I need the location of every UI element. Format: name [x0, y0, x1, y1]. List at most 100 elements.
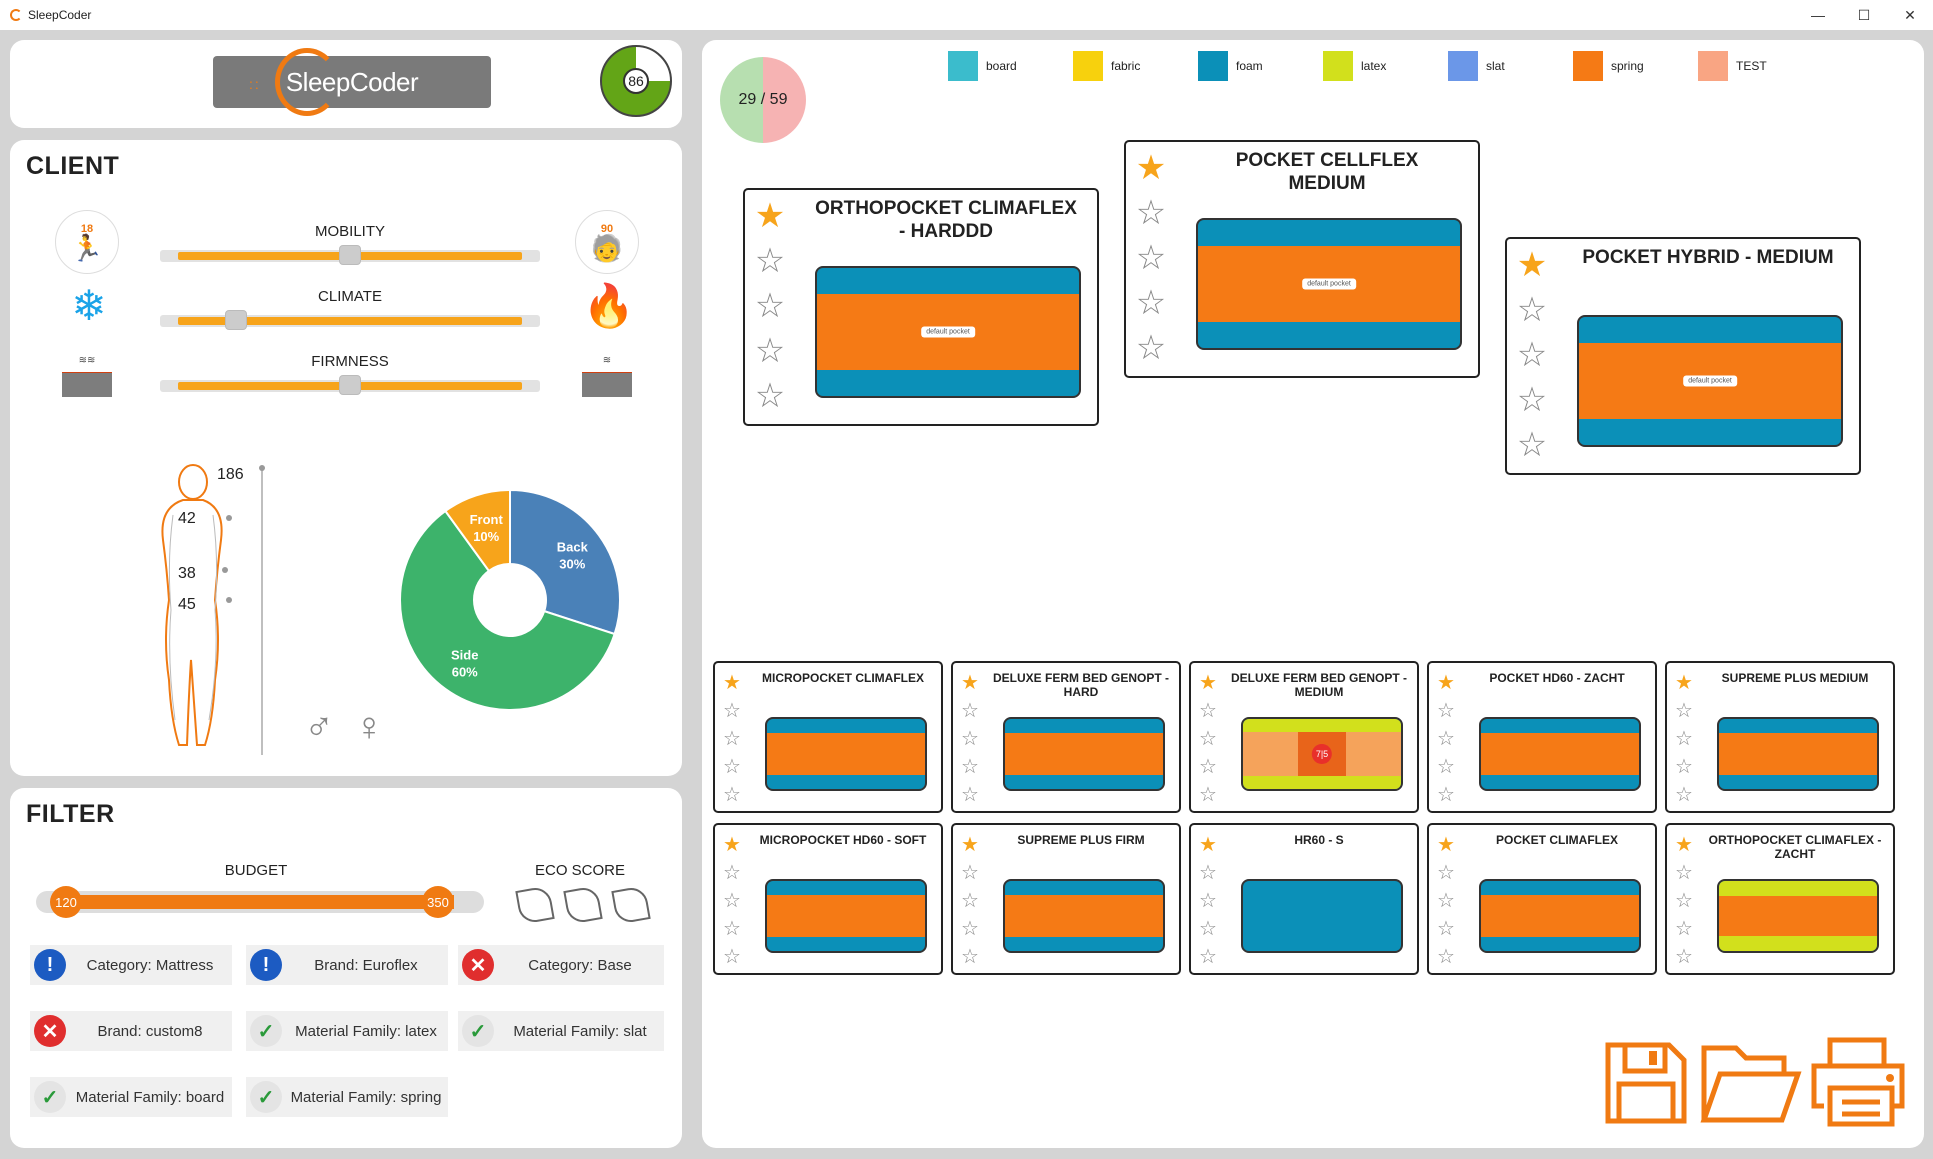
climate-slider[interactable] — [160, 310, 540, 330]
firmness-slider[interactable] — [160, 375, 540, 395]
info-icon[interactable]: ! — [250, 949, 282, 981]
minimize-button[interactable]: — — [1811, 7, 1825, 23]
budget-slider[interactable]: 120 350 — [36, 886, 484, 918]
result-card[interactable]: ★☆☆☆☆POCKET HD60 - ZACHT — [1427, 661, 1657, 813]
result-card[interactable]: ★☆☆☆☆MICROPOCKET HD60 - SOFT — [713, 823, 943, 975]
rating-star-icon[interactable]: ☆ — [1437, 700, 1455, 722]
rating-star-icon[interactable]: ☆ — [961, 918, 979, 940]
rating-star-icon[interactable]: ☆ — [723, 784, 741, 806]
rating-star-icon[interactable]: ☆ — [1437, 890, 1455, 912]
mobility-knob[interactable] — [339, 245, 361, 265]
legend-item-3[interactable]: latex — [1323, 51, 1386, 81]
budget-min-knob[interactable]: 120 — [50, 886, 82, 918]
rating-star-icon[interactable]: ★ — [723, 834, 741, 856]
rating-star-icon[interactable]: ☆ — [1199, 728, 1217, 750]
firmness-knob[interactable] — [339, 375, 361, 395]
result-card[interactable]: ★☆☆☆☆DELUXE FERM BED GENOPT - HARD — [951, 661, 1181, 813]
filter-chip-4[interactable]: ✓Material Family: latex — [246, 1011, 448, 1051]
climate-knob[interactable] — [225, 310, 247, 330]
save-icon[interactable] — [1603, 1040, 1689, 1126]
filter-chip-0[interactable]: !Category: Mattress — [30, 945, 232, 985]
rating-star-icon[interactable]: ☆ — [961, 890, 979, 912]
donut-slice-back[interactable] — [509, 488, 621, 636]
info-icon[interactable]: ! — [34, 949, 66, 981]
rating-star-icon[interactable]: ☆ — [1675, 784, 1693, 806]
filter-chip-1[interactable]: !Brand: Euroflex — [246, 945, 448, 985]
rating-star-icon[interactable]: ★ — [1199, 672, 1217, 694]
result-card[interactable]: ★☆☆☆☆SUPREME PLUS MEDIUM — [1665, 661, 1895, 813]
result-card[interactable]: ★☆☆☆☆MICROPOCKET CLIMAFLEX — [713, 661, 943, 813]
rating-star-icon[interactable]: ☆ — [1675, 862, 1693, 884]
rating-star-icon[interactable]: ☆ — [961, 756, 979, 778]
legend-item-0[interactable]: board — [948, 51, 1017, 81]
rating-star-icon[interactable]: ★ — [1675, 834, 1693, 856]
rating-star-icon[interactable]: ☆ — [1437, 784, 1455, 806]
rating-star-icon[interactable]: ☆ — [1199, 918, 1217, 940]
check-icon[interactable]: ✓ — [34, 1081, 66, 1113]
rating-star-icon[interactable]: ☆ — [1437, 728, 1455, 750]
rating-star-icon[interactable]: ☆ — [723, 756, 741, 778]
legend-item-1[interactable]: fabric — [1073, 51, 1140, 81]
rating-star-icon[interactable]: ☆ — [1199, 890, 1217, 912]
rating-star-icon[interactable]: ☆ — [1199, 756, 1217, 778]
result-card[interactable]: ★☆☆☆☆ORTHOPOCKET CLIMAFLEX - ZACHT — [1665, 823, 1895, 975]
rating-star-icon[interactable]: ☆ — [723, 700, 741, 722]
rating-star-icon[interactable]: ☆ — [1199, 700, 1217, 722]
check-icon[interactable]: ✓ — [250, 1081, 282, 1113]
rating-star-icon[interactable]: ☆ — [723, 918, 741, 940]
rating-star-icon[interactable]: ★ — [1675, 672, 1693, 694]
rating-star-icon[interactable]: ★ — [723, 672, 741, 694]
rating-star-icon[interactable]: ☆ — [1516, 291, 1548, 329]
result-card[interactable]: ★☆☆☆☆POCKET CLIMAFLEX — [1427, 823, 1657, 975]
folder-icon[interactable] — [1700, 1040, 1802, 1126]
rating-star-icon[interactable]: ☆ — [1516, 336, 1548, 374]
result-card[interactable]: ★☆☆☆☆SUPREME PLUS FIRM — [951, 823, 1181, 975]
rating-star-icon[interactable]: ☆ — [1199, 946, 1217, 968]
donut-slice-side[interactable] — [399, 509, 616, 711]
check-icon[interactable]: ✓ — [250, 1015, 282, 1047]
rating-star-icon[interactable]: ☆ — [1437, 862, 1455, 884]
close-button[interactable]: ✕ — [1904, 6, 1916, 23]
elderly-walker-icon[interactable]: 90 🧓 — [575, 210, 639, 274]
rating-star-icon[interactable]: ★ — [1516, 246, 1548, 284]
rating-star-icon[interactable]: ★ — [1135, 149, 1167, 187]
rating-star-icon[interactable]: ☆ — [1135, 284, 1167, 322]
printer-icon[interactable] — [1810, 1036, 1906, 1128]
budget-max-knob[interactable]: 350 — [422, 886, 454, 918]
rating-star-icon[interactable]: ☆ — [1675, 700, 1693, 722]
legend-item-4[interactable]: slat — [1448, 51, 1505, 81]
rating-star-icon[interactable]: ☆ — [961, 784, 979, 806]
rating-star-icon[interactable]: ☆ — [961, 946, 979, 968]
maximize-button[interactable]: ☐ — [1857, 6, 1871, 23]
rating-star-icon[interactable]: ☆ — [1675, 890, 1693, 912]
filter-chip-5[interactable]: ✓Material Family: slat — [458, 1011, 664, 1051]
rating-star-icon[interactable]: ☆ — [1437, 946, 1455, 968]
legend-item-2[interactable]: foam — [1198, 51, 1263, 81]
rating-star-icon[interactable]: ☆ — [1199, 862, 1217, 884]
excluded-icon[interactable]: ✕ — [34, 1015, 66, 1047]
rating-star-icon[interactable]: ★ — [961, 672, 979, 694]
rating-star-icon[interactable]: ☆ — [754, 377, 786, 415]
filter-chip-2[interactable]: ✕Category: Base — [458, 945, 664, 985]
legend-item-6[interactable]: TEST — [1698, 51, 1767, 81]
rating-star-icon[interactable]: ☆ — [754, 242, 786, 280]
legend-item-5[interactable]: spring — [1573, 51, 1644, 81]
rating-star-icon[interactable]: ☆ — [961, 862, 979, 884]
rating-star-icon[interactable]: ☆ — [1135, 194, 1167, 232]
rating-star-icon[interactable]: ☆ — [723, 728, 741, 750]
rating-star-icon[interactable]: ☆ — [723, 946, 741, 968]
rating-star-icon[interactable]: ☆ — [1675, 918, 1693, 940]
rating-star-icon[interactable]: ★ — [1199, 834, 1217, 856]
rating-star-icon[interactable]: ☆ — [1675, 756, 1693, 778]
rating-star-icon[interactable]: ☆ — [754, 287, 786, 325]
filter-chip-3[interactable]: ✕Brand: custom8 — [30, 1011, 232, 1051]
rating-star-icon[interactable]: ☆ — [1437, 756, 1455, 778]
check-icon[interactable]: ✓ — [462, 1015, 494, 1047]
mobility-slider[interactable] — [160, 245, 540, 265]
rating-star-icon[interactable]: ☆ — [1135, 329, 1167, 367]
rating-star-icon[interactable]: ☆ — [961, 728, 979, 750]
